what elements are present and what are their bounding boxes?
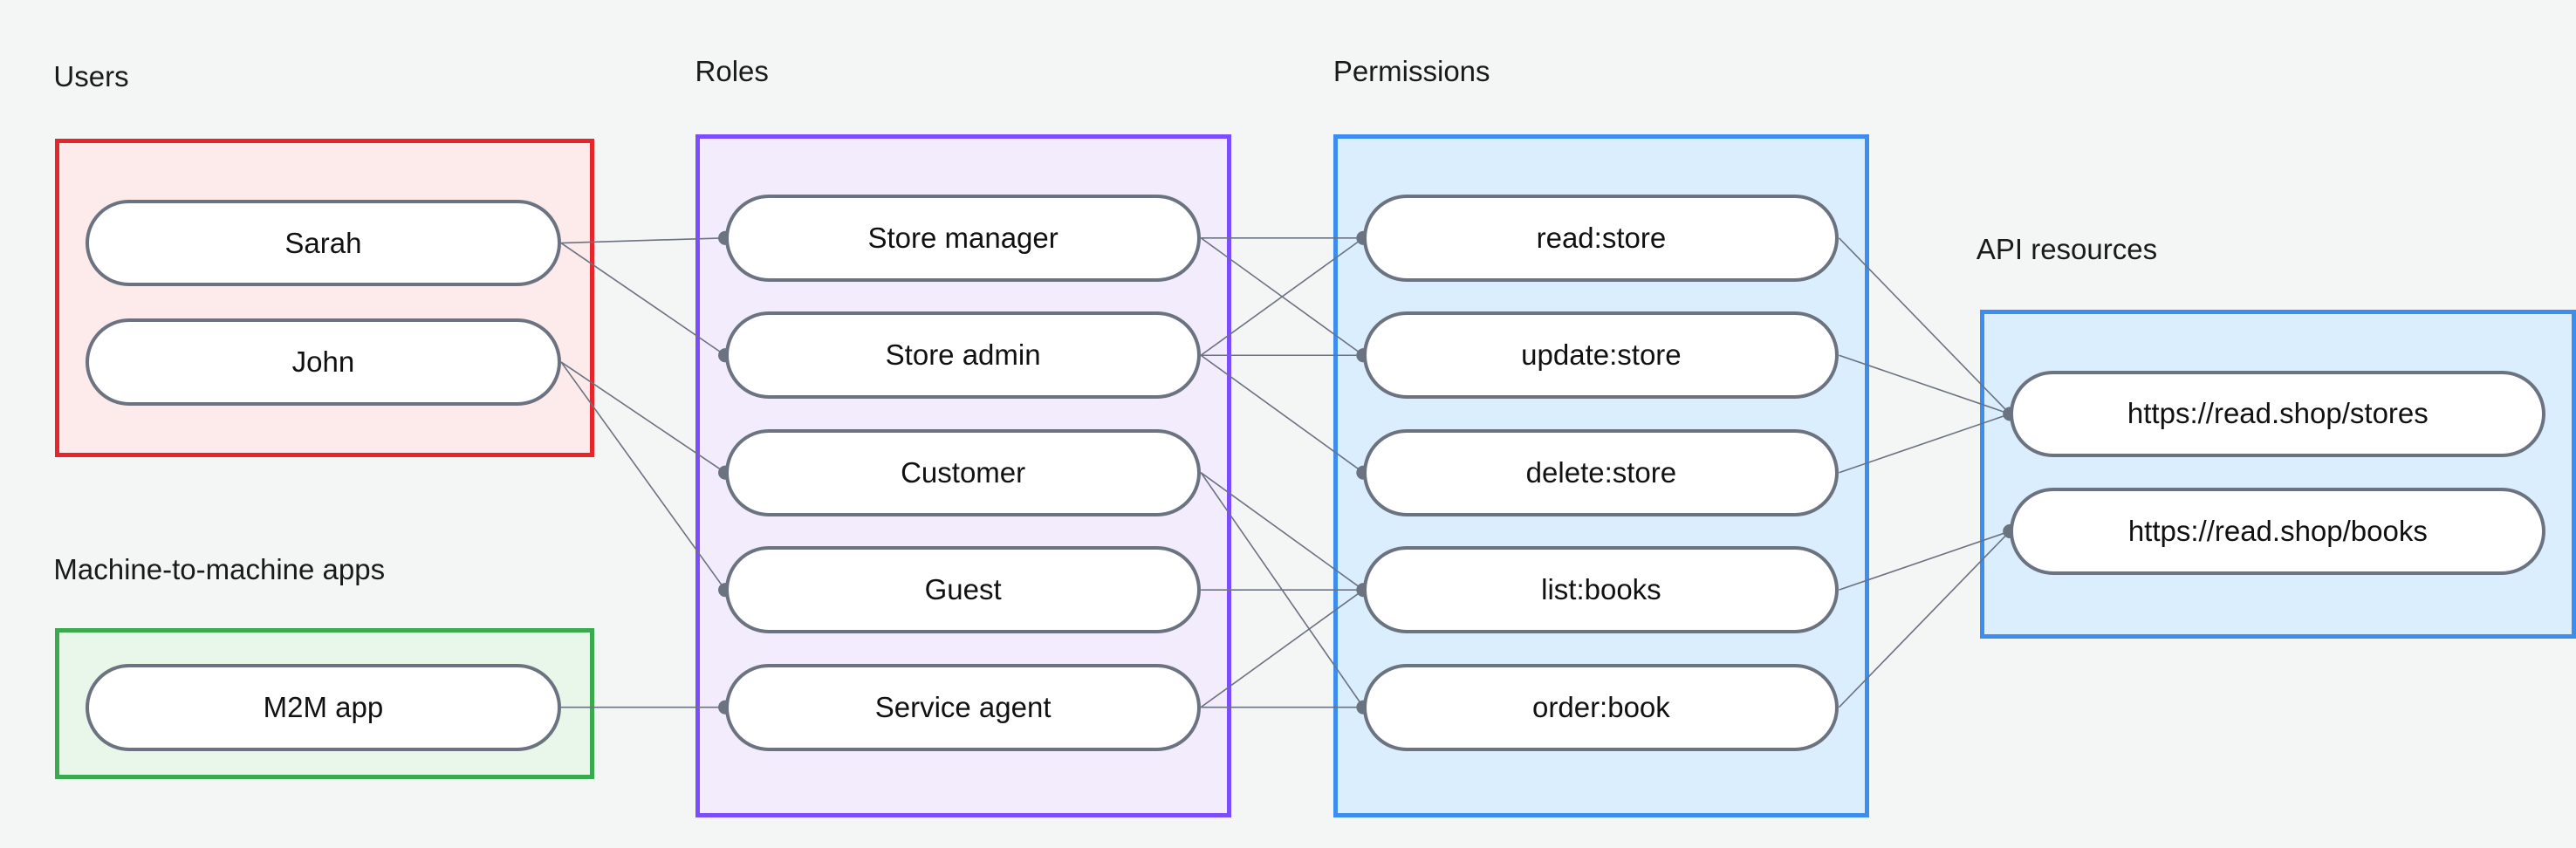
group-title-roles: Roles <box>695 55 769 88</box>
group-title-users: Users <box>53 60 129 93</box>
node-order_book[interactable]: order:book <box>1363 663 1840 751</box>
node-update_store[interactable]: update:store <box>1363 311 1840 400</box>
node-read_store[interactable]: read:store <box>1363 194 1840 282</box>
node-customer[interactable]: Customer <box>725 428 1202 516</box>
node-res_stores[interactable]: https://read.shop/stores <box>2010 370 2546 458</box>
group-box-users <box>55 139 595 458</box>
group-title-m2m: Machine-to-machine apps <box>53 552 386 585</box>
node-m2mapp[interactable]: M2M app <box>85 663 561 751</box>
group-title-permissions: Permissions <box>1333 55 1490 88</box>
group-box-api <box>1979 310 2576 639</box>
node-store_manager[interactable]: Store manager <box>725 194 1202 282</box>
node-guest[interactable]: Guest <box>725 546 1202 634</box>
node-service_agent[interactable]: Service agent <box>725 663 1202 751</box>
group-title-api: API resources <box>1976 233 2158 265</box>
node-john[interactable]: John <box>85 318 561 406</box>
node-res_books[interactable]: https://read.shop/books <box>2010 487 2546 575</box>
node-list_books[interactable]: list:books <box>1363 546 1840 634</box>
node-sarah[interactable]: Sarah <box>85 199 561 287</box>
node-store_admin[interactable]: Store admin <box>725 311 1202 400</box>
node-delete_store[interactable]: delete:store <box>1363 428 1840 516</box>
